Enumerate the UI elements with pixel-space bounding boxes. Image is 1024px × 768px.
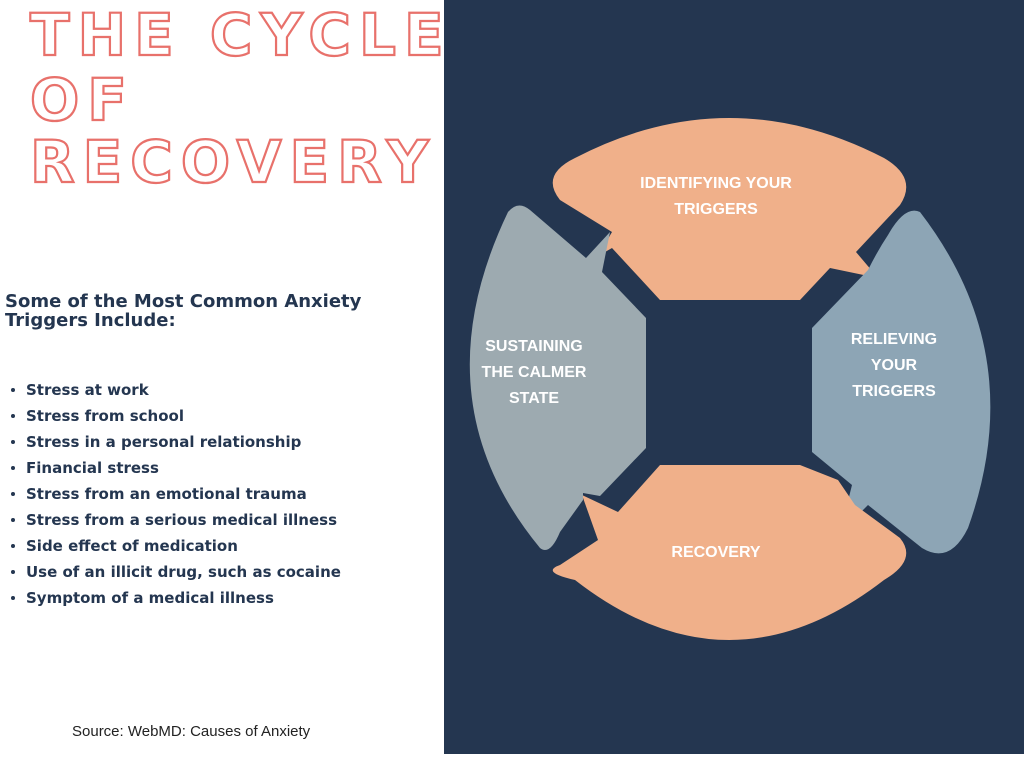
bullet-icon: [11, 492, 15, 496]
bullet-icon: [11, 414, 15, 418]
cycle-panel: IDENTIFYING YOUR TRIGGERS RELIEVING YOUR TR…: [444, 0, 1024, 754]
cycle-label-line: TRIGGERS: [852, 383, 936, 400]
trigger-text: Symptom of a medical illness: [26, 589, 274, 607]
bullet-icon: [11, 466, 15, 470]
trigger-list-item: Stress in a personal relationship: [5, 430, 341, 456]
trigger-list-item: Symptom of a medical illness: [5, 586, 341, 612]
bullet-icon: [11, 596, 15, 600]
title-line-3: RECOVERY: [30, 128, 437, 196]
trigger-list-item: Stress from a serious medical illness: [5, 508, 341, 534]
bullet-icon: [11, 440, 15, 444]
cycle-segment-left: [469, 205, 646, 551]
trigger-list-item: Stress at work: [5, 378, 341, 404]
cycle-label-line: IDENTIFYING YOUR: [640, 175, 792, 192]
cycle-label-line: YOUR: [871, 357, 918, 374]
trigger-text: Stress from a serious medical illness: [26, 511, 338, 529]
trigger-list-item: Financial stress: [5, 456, 341, 482]
cycle-diagram: IDENTIFYING YOUR TRIGGERS RELIEVING YOUR TR…: [469, 118, 991, 640]
left-panel: THE CYCLE OF RECOVERY Some of the Most C…: [0, 0, 444, 768]
title-line-2: OF: [30, 66, 135, 134]
cycle-label-line: THE CALMER: [482, 364, 587, 381]
cycle-segment-bottom: [552, 465, 907, 640]
title-line-1: THE CYCLE: [30, 1, 444, 69]
cycle-label-line: STATE: [509, 390, 559, 407]
bullet-icon: [11, 518, 15, 522]
trigger-list-item: Use of an illicit drug, such as cocaine: [5, 560, 341, 586]
bullet-icon: [11, 544, 15, 548]
trigger-list-item: Stress from school: [5, 404, 341, 430]
trigger-list-item: Side effect of medication: [5, 534, 341, 560]
cycle-label-line: RELIEVING: [851, 331, 937, 348]
cycle-label-line: SUSTAINING: [485, 338, 582, 355]
cycle-segment-top: [552, 118, 907, 300]
cycle-label-line: TRIGGERS: [674, 201, 758, 218]
trigger-text: Stress from school: [26, 407, 184, 425]
cycle-segment-right: [812, 210, 991, 554]
trigger-text: Side effect of medication: [26, 537, 238, 555]
source-citation: Source: WebMD: Causes of Anxiety: [72, 723, 311, 740]
cycle-label-left: SUSTAINING THE CALMER STATE: [482, 338, 587, 407]
cycle-label-top: IDENTIFYING YOUR TRIGGERS: [640, 175, 792, 218]
bullet-icon: [11, 570, 15, 574]
trigger-list-item: Stress from an emotional trauma: [5, 482, 341, 508]
trigger-text: Stress at work: [26, 381, 149, 399]
trigger-text: Financial stress: [26, 459, 159, 477]
trigger-text: Use of an illicit drug, such as cocaine: [26, 563, 341, 581]
page-title: THE CYCLE OF RECOVERY: [29, 0, 444, 197]
bullet-icon: [11, 388, 15, 392]
trigger-text: Stress in a personal relationship: [26, 433, 302, 451]
cycle-label-right: RELIEVING YOUR TRIGGERS: [851, 331, 937, 400]
cycle-label-bottom: RECOVERY: [671, 544, 761, 561]
trigger-text: Stress from an emotional trauma: [26, 485, 307, 503]
cycle-label-line: RECOVERY: [671, 544, 761, 561]
triggers-subheading: Some of the Most Common Anxiety Triggers…: [5, 291, 362, 331]
